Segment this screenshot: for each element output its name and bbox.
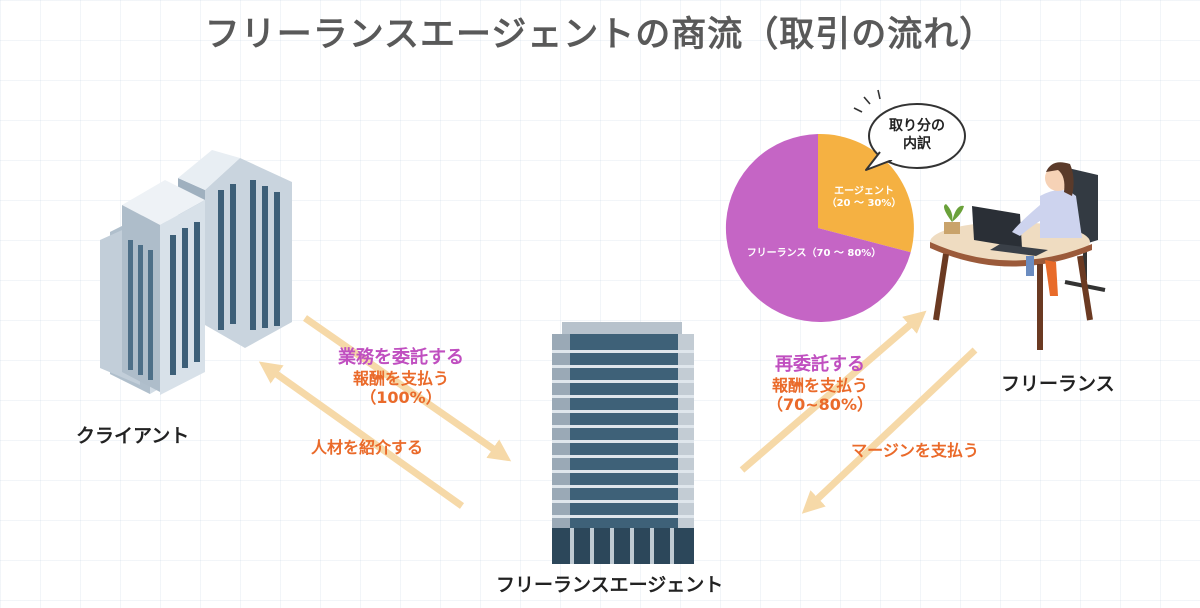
flow-agent-to-client: 人材を紹介する (292, 438, 442, 457)
pie-label-agent: エージェント （20 ～ 30%） (824, 186, 904, 210)
arrow-freelancer-to-agent (801, 347, 978, 514)
bubble-text-line2: 内訳 (903, 135, 931, 152)
pie-label-freelance-line1: フリーランス（70 ～ 80%） (746, 248, 882, 259)
pie-chart (725, 133, 914, 322)
bubble-text-line1: 取り分の (889, 118, 945, 134)
flow-client-to-agent-line1: 業務を委託する (338, 347, 464, 368)
pie-slice-freelance (725, 134, 911, 322)
arrow-agent-to-freelancer (739, 310, 927, 473)
arrow-agent-to-client (258, 361, 465, 509)
flow-client-to-agent-line3: （100%） (360, 387, 442, 407)
plant-icon (944, 204, 964, 234)
pie-speech-bubble (853, 89, 966, 171)
flow-agent-to-freelancer: 再委託する 報酬を支払う （70~80%） (750, 354, 890, 414)
flow-agent-to-freelancer-line1: 再委託する (775, 354, 865, 375)
bubble-text: 取り分の 内訳 (874, 118, 960, 153)
flow-client-to-agent-line2: 報酬を支払う (352, 368, 449, 388)
flow-agent-to-freelancer-line2: 報酬を支払う (771, 375, 868, 395)
pie-label-agent-line2: （20 ～ 30%） (826, 198, 902, 209)
freelancer-label: フリーランス (1001, 373, 1115, 395)
pie-slice-agent (818, 133, 914, 253)
flow-agent-to-freelancer-line3: （70~80%） (767, 394, 873, 414)
flow-client-to-agent: 業務を委託する 報酬を支払う （100%） (331, 347, 471, 407)
client-building-icon (100, 150, 292, 395)
flow-agent-to-client-line1: 人材を紹介する (310, 438, 423, 457)
agent-building-floors (552, 350, 694, 518)
freelancer-person-icon (930, 162, 1106, 350)
flow-freelancer-to-agent: マージンを支払う (835, 441, 995, 460)
pie-label-agent-line1: エージェント (834, 186, 894, 197)
flow-freelancer-to-agent-line1: マージンを支払う (851, 441, 979, 460)
agent-building-icon (552, 322, 694, 564)
agent-label: フリーランスエージェント (496, 574, 724, 596)
page-title: フリーランスエージェントの商流（取引の流れ） (204, 15, 996, 55)
pie-label-freelance: フリーランス（70 ～ 80%） (739, 248, 889, 260)
client-label: クライアント (76, 425, 190, 447)
arrow-client-to-agent (303, 315, 512, 462)
